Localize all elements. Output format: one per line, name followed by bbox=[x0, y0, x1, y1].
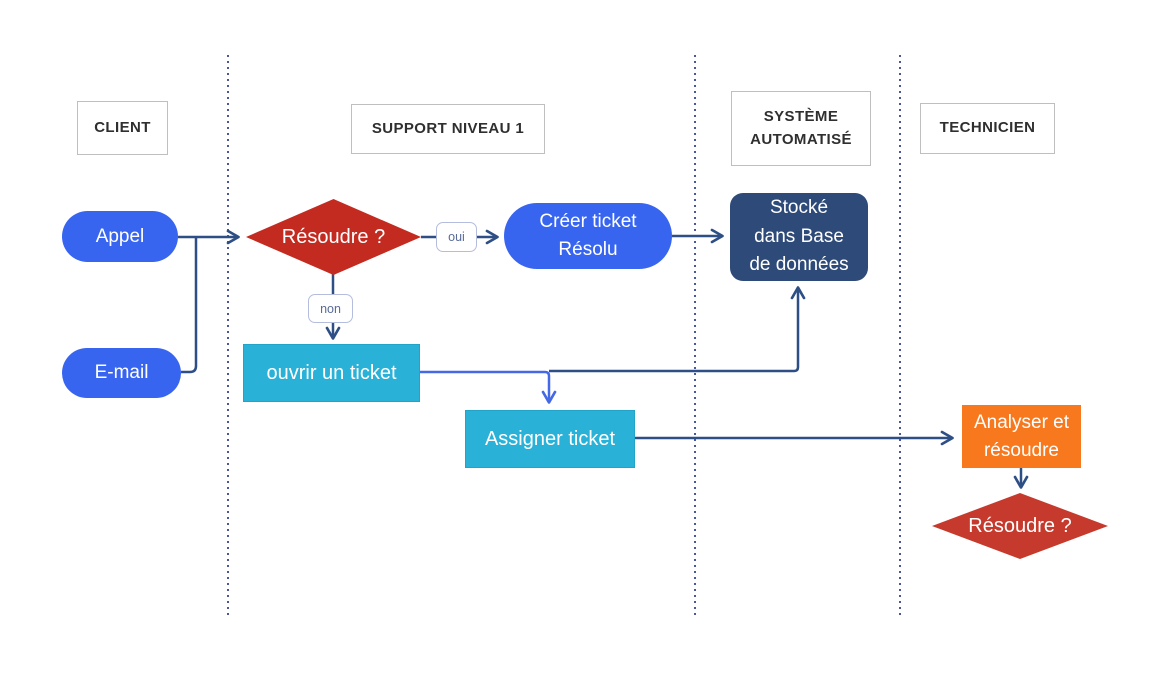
node-creer-ticket-resolu: Créer ticket Résolu bbox=[504, 203, 672, 269]
node-ouvrir-ticket: ouvrir un ticket bbox=[243, 344, 420, 402]
node-analyser-resoudre: Analyser et résoudre bbox=[962, 405, 1081, 468]
lane-header-technicien: TECHNICIEN bbox=[920, 103, 1055, 154]
edge-label-oui: oui bbox=[436, 222, 477, 252]
lane-separator-3 bbox=[899, 55, 901, 618]
lane-header-systeme: SYSTÈME AUTOMATISÉ bbox=[731, 91, 871, 166]
edge-junction-to-stocke bbox=[549, 286, 806, 373]
lane-header-client: CLIENT bbox=[77, 101, 168, 155]
edge-email-to-main-line bbox=[181, 238, 198, 374]
lane-separator-2 bbox=[694, 55, 696, 618]
lane-header-support: SUPPORT NIVEAU 1 bbox=[351, 104, 545, 154]
lane-separator-1 bbox=[227, 55, 229, 618]
node-email: E-mail bbox=[62, 348, 181, 398]
edge-ouvrir-to-assigner bbox=[418, 370, 557, 404]
edge-label-non: non bbox=[308, 294, 353, 323]
node-assigner-ticket: Assigner ticket bbox=[465, 410, 635, 468]
node-stocke-base-donnees: Stocké dans Base de données bbox=[730, 193, 868, 281]
node-appel: Appel bbox=[62, 211, 178, 262]
